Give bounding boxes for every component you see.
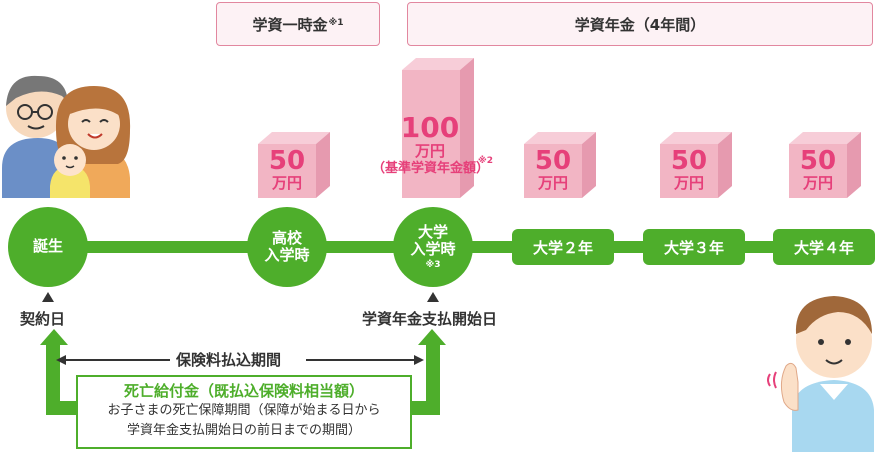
node-university: 大学 入学時 ※3 xyxy=(393,207,473,287)
lump-sum-label: 学資一時金 xyxy=(252,15,328,34)
amount-year3-unit: 万円 xyxy=(673,174,704,192)
node-highschool-line1: 高校 xyxy=(271,228,302,247)
amount-highschool: 50 万円 xyxy=(258,148,316,191)
node-year3: 大学３年 xyxy=(643,229,745,265)
node-year4: 大学４年 xyxy=(773,229,875,265)
cube-year3 xyxy=(660,132,732,198)
death-benefit-title: 死亡給付金（既払込保険料相当額） xyxy=(123,382,364,400)
amount-highschool-unit: 万円 xyxy=(271,174,302,192)
node-year4-label: 大学４年 xyxy=(793,238,854,257)
node-year2: 大学２年 xyxy=(512,229,614,265)
amount-year2-unit: 万円 xyxy=(537,174,568,192)
lump-sum-header: 学資一時金※1 xyxy=(216,2,380,46)
amount-university-sub: （基準学資年金額） xyxy=(372,161,490,176)
student-illustration xyxy=(767,296,874,452)
amount-year4-value: 50 xyxy=(799,146,837,176)
annuity-header: 学資年金（4年間） xyxy=(407,2,873,46)
timeline-bar xyxy=(80,241,260,253)
node-year3-label: 大学３年 xyxy=(663,238,724,257)
death-benefit-line2: 学資年金支払開始日の前日までの期間） xyxy=(126,423,361,438)
timeline-bar xyxy=(320,241,400,253)
contract-date-label: 契約日 xyxy=(20,310,66,328)
amount-university-value: 100 xyxy=(400,111,460,144)
family-illustration xyxy=(2,75,131,198)
cube-year4 xyxy=(789,132,861,198)
cube-year2 xyxy=(524,132,596,198)
node-university-line2: 入学時 xyxy=(410,240,456,259)
death-benefit-bracket xyxy=(40,329,446,415)
premium-period-label: 保険料払込期間 xyxy=(176,351,282,369)
node-university-line1: 大学 xyxy=(417,223,448,242)
lump-sum-note: ※1 xyxy=(328,18,344,28)
annuity-start-label: 学資年金支払開始日 xyxy=(362,310,498,328)
amount-year2-value: 50 xyxy=(534,146,572,176)
annuity-label: 学資年金（4年間） xyxy=(574,15,706,34)
cube-university xyxy=(402,58,474,198)
node-university-note: ※3 xyxy=(425,259,441,270)
amount-year3: 50 万円 xyxy=(660,148,718,191)
triangle-contract-date xyxy=(42,292,54,302)
amount-year3-value: 50 xyxy=(670,146,708,176)
node-birth-label: 誕生 xyxy=(32,237,63,256)
triangle-annuity-start xyxy=(427,292,439,302)
amount-university-unit: 万円 xyxy=(414,142,445,160)
cube-highschool xyxy=(258,132,330,198)
amount-year2: 50 万円 xyxy=(524,148,582,191)
amount-year4: 50 万円 xyxy=(789,148,847,191)
timeline-bar xyxy=(735,241,785,253)
timeline-bar xyxy=(465,241,515,253)
node-birth: 誕生 xyxy=(8,207,88,287)
node-highschool-line2: 入学時 xyxy=(264,246,310,264)
amount-university: 100 万円 （基準学資年金額） xyxy=(372,111,490,176)
amount-year4-unit: 万円 xyxy=(802,174,833,192)
amount-highschool-value: 50 xyxy=(268,146,306,176)
node-highschool: 高校 入学時 xyxy=(247,207,327,287)
amount-university-note: ※2 xyxy=(478,156,494,166)
node-year2-label: 大学２年 xyxy=(532,238,593,257)
death-benefit-box: 死亡給付金（既払込保険料相当額） お子さまの死亡保障期間（保障が始まる日から 学… xyxy=(76,375,412,449)
death-benefit-line1: お子さまの死亡保障期間（保障が始まる日から xyxy=(107,403,381,418)
